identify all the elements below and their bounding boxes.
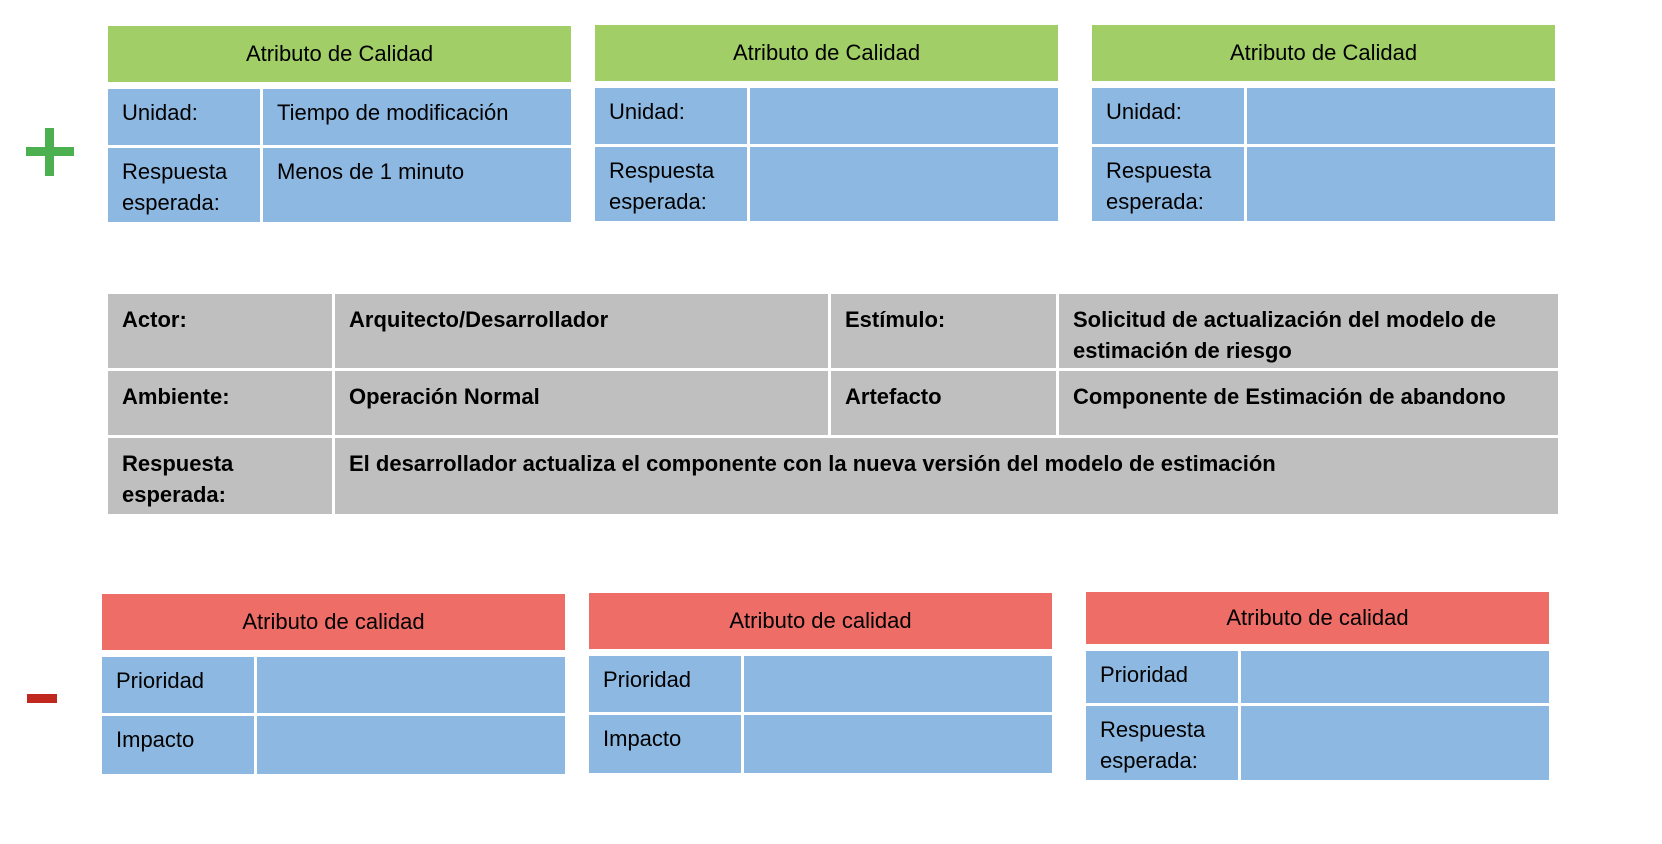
- negative-attribute-card-2: Atributo de calidad Prioridad Impacto: [589, 593, 1052, 773]
- environment-label: Ambiente:: [108, 371, 332, 435]
- unit-value: [1247, 88, 1555, 144]
- stimulus-value: Solicitud de actualización del modelo de…: [1059, 294, 1558, 368]
- artifact-value: Componente de Estimación de abandono: [1059, 371, 1558, 435]
- impact-label: Impacto: [102, 716, 254, 774]
- expected-response-value: [750, 147, 1058, 221]
- impact-value: [744, 715, 1052, 773]
- priority-label: Prioridad: [589, 656, 741, 712]
- unit-value: [750, 88, 1058, 144]
- priority-label: Prioridad: [102, 657, 254, 713]
- attribute-title: Atributo de Calidad: [108, 26, 571, 82]
- positive-attribute-card-3: Atributo de Calidad Unidad: Respuesta es…: [1092, 25, 1555, 221]
- scenario-table: Actor: Arquitecto/Desarrollador Estímulo…: [108, 294, 1558, 514]
- priority-value: [257, 657, 565, 713]
- minus-icon: [27, 694, 57, 703]
- response-label: Respuesta esperada:: [108, 438, 332, 514]
- attribute-title: Atributo de Calidad: [595, 25, 1058, 81]
- environment-value: Operación Normal: [335, 371, 828, 435]
- positive-attribute-card-2: Atributo de Calidad Unidad: Respuesta es…: [595, 25, 1058, 221]
- stimulus-label: Estímulo:: [831, 294, 1056, 368]
- impact-label: Impacto: [589, 715, 741, 773]
- negative-attribute-card-3: Atributo de calidad Prioridad Respuesta …: [1086, 592, 1549, 780]
- attribute-title: Atributo de calidad: [589, 593, 1052, 649]
- expected-response-label: Respuesta esperada:: [1086, 706, 1238, 780]
- expected-response-label: Respuesta esperada:: [108, 148, 260, 222]
- expected-response-value: [1241, 706, 1549, 780]
- artifact-label: Artefacto: [831, 371, 1056, 435]
- expected-response-label: Respuesta esperada:: [1092, 147, 1244, 221]
- unit-label: Unidad:: [108, 89, 260, 145]
- attribute-title: Atributo de calidad: [1086, 592, 1549, 644]
- positive-attribute-card-1: Atributo de Calidad Unidad: Tiempo de mo…: [108, 26, 571, 222]
- negative-attribute-card-1: Atributo de calidad Prioridad Impacto: [102, 594, 565, 774]
- expected-response-value: Menos de 1 minuto: [263, 148, 571, 222]
- impact-value: [257, 716, 565, 774]
- priority-value: [1241, 651, 1549, 703]
- actor-label: Actor:: [108, 294, 332, 368]
- priority-value: [744, 656, 1052, 712]
- response-value: El desarrollador actualiza el componente…: [335, 438, 1558, 514]
- expected-response-value: [1247, 147, 1555, 221]
- expected-response-label: Respuesta esperada:: [595, 147, 747, 221]
- unit-label: Unidad:: [595, 88, 747, 144]
- attribute-title: Atributo de Calidad: [1092, 25, 1555, 81]
- priority-label: Prioridad: [1086, 651, 1238, 703]
- attribute-title: Atributo de calidad: [102, 594, 565, 650]
- actor-value: Arquitecto/Desarrollador: [335, 294, 828, 368]
- unit-label: Unidad:: [1092, 88, 1244, 144]
- unit-value: Tiempo de modificación: [263, 89, 571, 145]
